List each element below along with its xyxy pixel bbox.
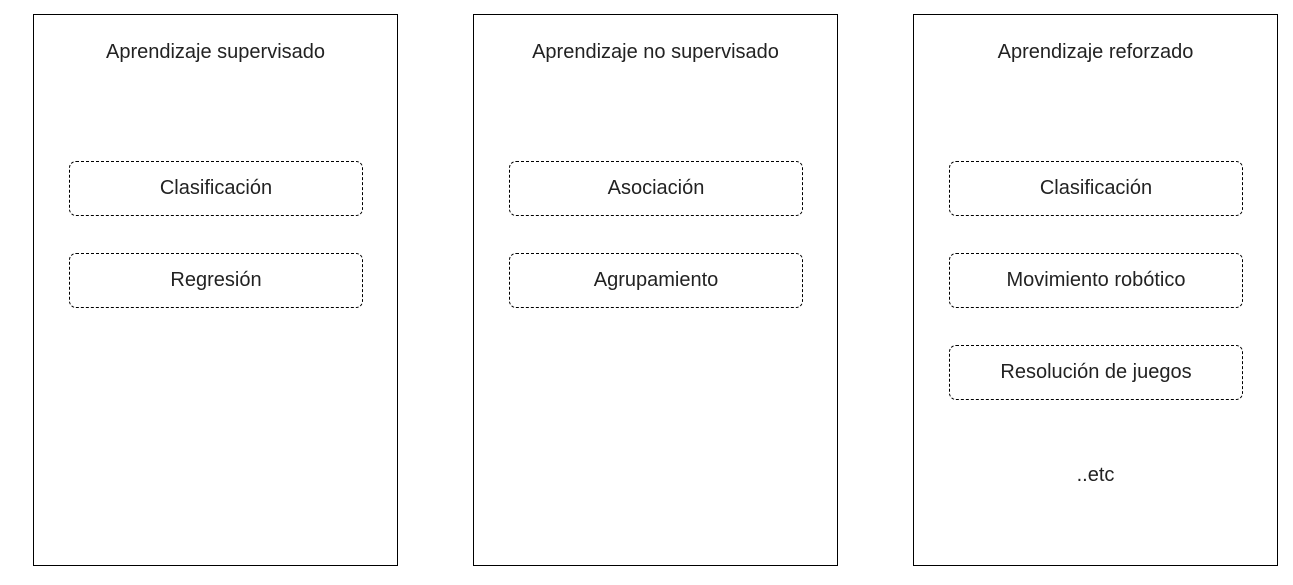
item-box: Regresión <box>69 253 363 308</box>
panel-title: Aprendizaje reforzado <box>997 41 1194 63</box>
panel-title: Aprendizaje supervisado <box>105 41 326 63</box>
panel-title: Aprendizaje no supervisado <box>532 41 779 63</box>
item-box: Movimiento robótico <box>949 253 1243 308</box>
item-box: Resolución de juegos <box>949 345 1243 400</box>
item-box: Clasificación <box>69 161 363 216</box>
item-box: Clasificación <box>949 161 1243 216</box>
panel-reinforcement-learning: Aprendizaje reforzado Clasificación Movi… <box>913 14 1278 566</box>
item-box: Agrupamiento <box>509 253 803 308</box>
panel-unsupervised-learning: Aprendizaje no supervisado Asociación Ag… <box>473 14 838 566</box>
item-box: Asociación <box>509 161 803 216</box>
panel-supervised-learning: Aprendizaje supervisado Clasificación Re… <box>33 14 398 566</box>
etc-label: ..etc <box>1076 464 1115 486</box>
